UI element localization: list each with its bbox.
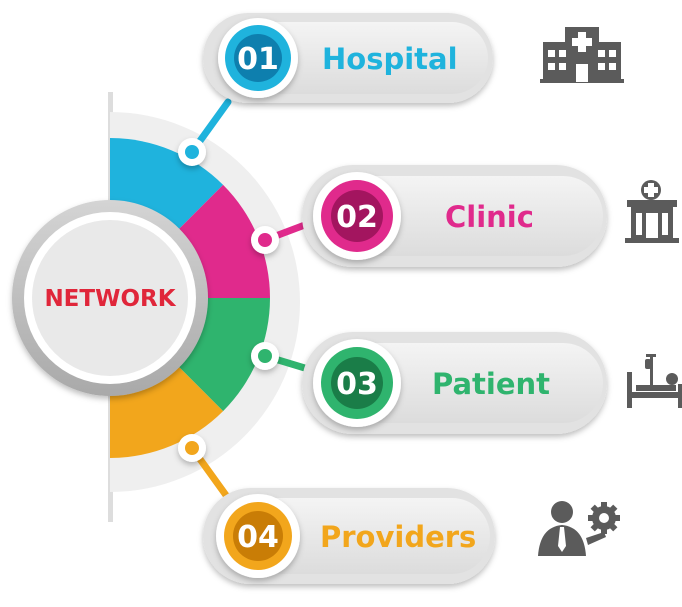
label-clinic: Clinic: [445, 200, 534, 234]
label-hospital: Hospital: [322, 42, 458, 76]
label-patient: Patient: [432, 367, 550, 401]
hospital-icon: [540, 27, 624, 83]
number-clinic: 02: [336, 200, 378, 235]
provider-gear-icon: [538, 501, 620, 556]
dot-patient: [258, 349, 272, 363]
number-providers: 04: [237, 520, 279, 555]
connector-dots: [178, 138, 279, 462]
dot-hospital: [185, 145, 199, 159]
dot-providers: [185, 441, 199, 455]
item-patient: 03 Patient: [302, 332, 607, 434]
number-hospital: 01: [237, 42, 279, 77]
number-patient: 03: [336, 367, 378, 402]
clinic-icon: [625, 180, 679, 243]
label-providers: Providers: [320, 520, 476, 554]
dot-clinic: [258, 233, 272, 247]
item-providers: 04 Providers: [203, 488, 495, 584]
patient-bed-icon: [627, 354, 682, 408]
center-node: NETWORK: [12, 200, 208, 396]
center-label: NETWORK: [44, 286, 176, 312]
item-hospital: 01 Hospital: [203, 13, 493, 103]
item-clinic: 02 Clinic: [302, 165, 607, 267]
